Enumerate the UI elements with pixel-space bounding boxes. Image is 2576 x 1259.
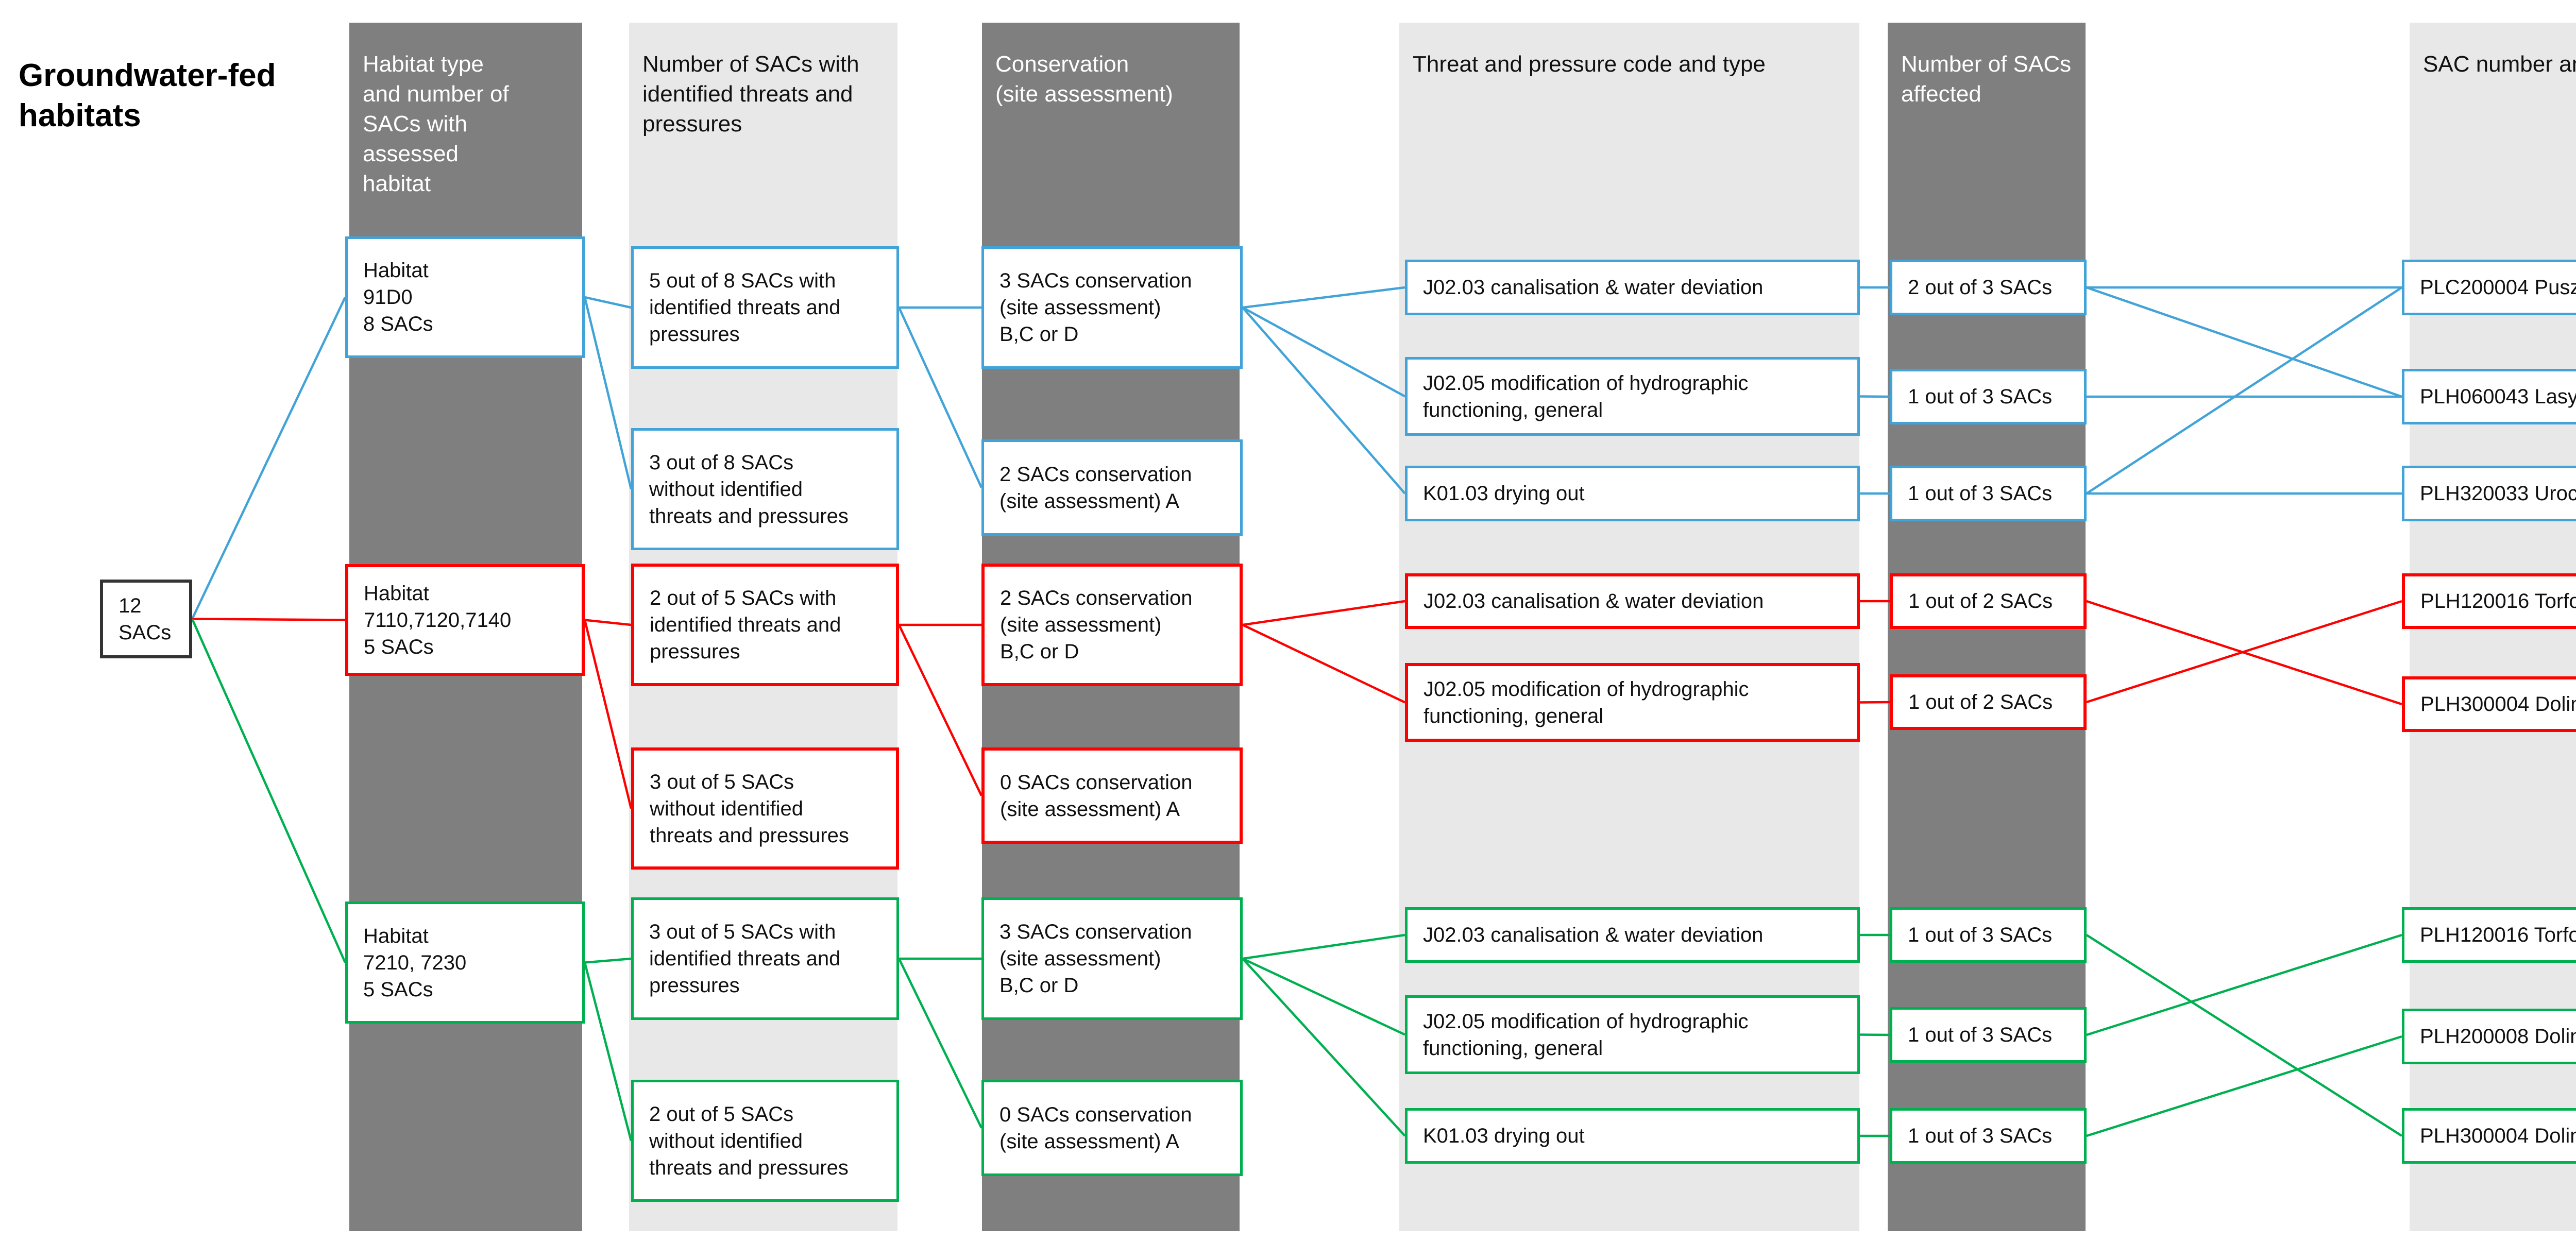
connector-line <box>2086 934 2403 1137</box>
connector-line <box>584 957 632 964</box>
node-green-count-3: 1 out of 3 SACs <box>1890 1108 2087 1164</box>
connector-line <box>1242 286 1405 309</box>
connector-line <box>584 296 632 309</box>
node-blue-sac-2: PLH060043 Lasy Sobiborskie <box>2402 369 2576 424</box>
node-blue-count-3: 1 out of 3 SACs <box>1890 466 2087 521</box>
connector-line <box>1859 701 1890 704</box>
connector-line <box>2086 286 2403 495</box>
node-green-count-1: 1 out of 3 SACs <box>1890 907 2087 963</box>
node-blue-count-2: 1 out of 3 SACs <box>1890 369 2087 424</box>
connector-line <box>897 958 983 1129</box>
node-red-threat-j0203: J02.03 canalisation & water deviation <box>1405 573 1860 629</box>
connector-line <box>192 618 346 621</box>
connector-line <box>583 619 633 809</box>
node-blue-threat-j0203: J02.03 canalisation & water deviation <box>1405 260 1860 315</box>
node-red-sac-1: PLH120016 Torfowiska Orawsko-Nowotarskie <box>2402 573 2576 629</box>
node-blue-sac-1: PLC200004 Puszcza Białowieska <box>2402 260 2576 315</box>
connector-line <box>1242 307 1406 495</box>
node-green-without: 2 out of 5 SACs without identified threa… <box>631 1080 899 1202</box>
node-green-threat-k0103: K01.03 drying out <box>1405 1108 1860 1164</box>
node-green-threat-j0205: J02.05 modification of hydrographic func… <box>1405 995 1860 1074</box>
node-green-cons-a: 0 SACs conservation (site assessment) A <box>981 1080 1243 1176</box>
connector-line <box>2086 600 2402 704</box>
connector-line <box>1242 957 1405 1036</box>
node-blue-count-1: 2 out of 3 SACs <box>1890 260 2087 315</box>
node-habitat-green: Habitat 7210, 7230 5 SACs <box>345 901 585 1024</box>
node-blue-threat-j0205: J02.05 modification of hydrographic func… <box>1405 357 1860 436</box>
node-red-without: 3 out of 5 SACs without identified threa… <box>631 747 899 870</box>
node-green-threat-j0203: J02.03 canalisation & water deviation <box>1405 907 1860 963</box>
node-blue-with: 5 out of 8 SACs with identified threats … <box>631 246 899 369</box>
column-header-habitat: Habitat type and number of SACs with ass… <box>363 52 509 197</box>
connector-line <box>1242 600 1405 626</box>
node-green-cons-bcd: 3 SACs conservation (site assessment) B,… <box>981 897 1243 1020</box>
connector-line <box>897 624 983 796</box>
node-blue-without: 3 out of 8 SACs without identified threa… <box>631 428 899 550</box>
node-red-threat-j0205: J02.05 modification of hydrographic func… <box>1405 663 1860 742</box>
connector-line <box>2086 286 2402 398</box>
connector-line <box>1242 307 1406 398</box>
column-header-sac-name: SAC number and name <box>2423 52 2576 77</box>
column-header-conservation: Conservation (site assessment) <box>995 52 1173 107</box>
node-green-sac-3: PLH300004 Dolina Noteci <box>2402 1108 2576 1164</box>
node-blue-cons-bcd: 3 SACs conservation (site assessment) B,… <box>981 246 1243 369</box>
column-header-sacs-affected: Number of SACs affected <box>1901 52 2072 107</box>
node-red-cons-a: 0 SACs conservation (site assessment) A <box>981 747 1243 844</box>
node-habitat-blue: Habitat 91D0 8 SACs <box>345 236 585 358</box>
node-green-sac-1: PLH120016 Torfowiska Orawsko-Nowotarskie <box>2402 907 2576 963</box>
node-green-with: 3 out of 5 SACs with identified threats … <box>631 897 899 1020</box>
connector-line <box>191 297 347 620</box>
connector-line <box>1242 933 1405 960</box>
connector-line <box>897 307 983 488</box>
connector-line <box>583 962 633 1142</box>
connector-line <box>191 618 347 963</box>
connector-line <box>584 619 632 626</box>
node-habitat-red: Habitat 7110,7120,7140 5 SACs <box>345 564 585 676</box>
node-red-count-1: 1 out of 2 SACs <box>1890 573 2087 629</box>
node-green-sac-2: PLH200008 Dolina Biebrzy <box>2402 1009 2576 1064</box>
node-green-count-2: 1 out of 3 SACs <box>1890 1007 2087 1063</box>
column-header-threat-type: Threat and pressure code and type <box>1413 52 1766 77</box>
node-blue-threat-k0103: K01.03 drying out <box>1405 466 1860 521</box>
connector-line <box>1242 623 1405 704</box>
diagram-title: Groundwater-fed habitats <box>19 58 276 133</box>
connector-line <box>2086 1035 2402 1137</box>
connector-line <box>1242 958 1406 1137</box>
node-blue-sac-3: PLH320033 Uroczyska w Lasach Stepnickich <box>2402 466 2576 521</box>
node-red-with: 2 out of 5 SACs with identified threats … <box>631 564 899 686</box>
connector-line <box>2086 933 2402 1036</box>
node-red-sac-2: PLH300004 Dolina Noteci <box>2402 676 2576 732</box>
node-blue-cons-a: 2 SACs conservation (site assessment) A <box>981 439 1243 536</box>
node-red-count-2: 1 out of 2 SACs <box>1890 674 2087 730</box>
connector-line <box>583 297 633 490</box>
column-header-threat-count: Number of SACs with identified threats a… <box>642 52 859 137</box>
node-root: 12 SACs <box>100 580 192 658</box>
node-red-cons-bcd: 2 SACs conservation (site assessment) B,… <box>981 564 1243 686</box>
